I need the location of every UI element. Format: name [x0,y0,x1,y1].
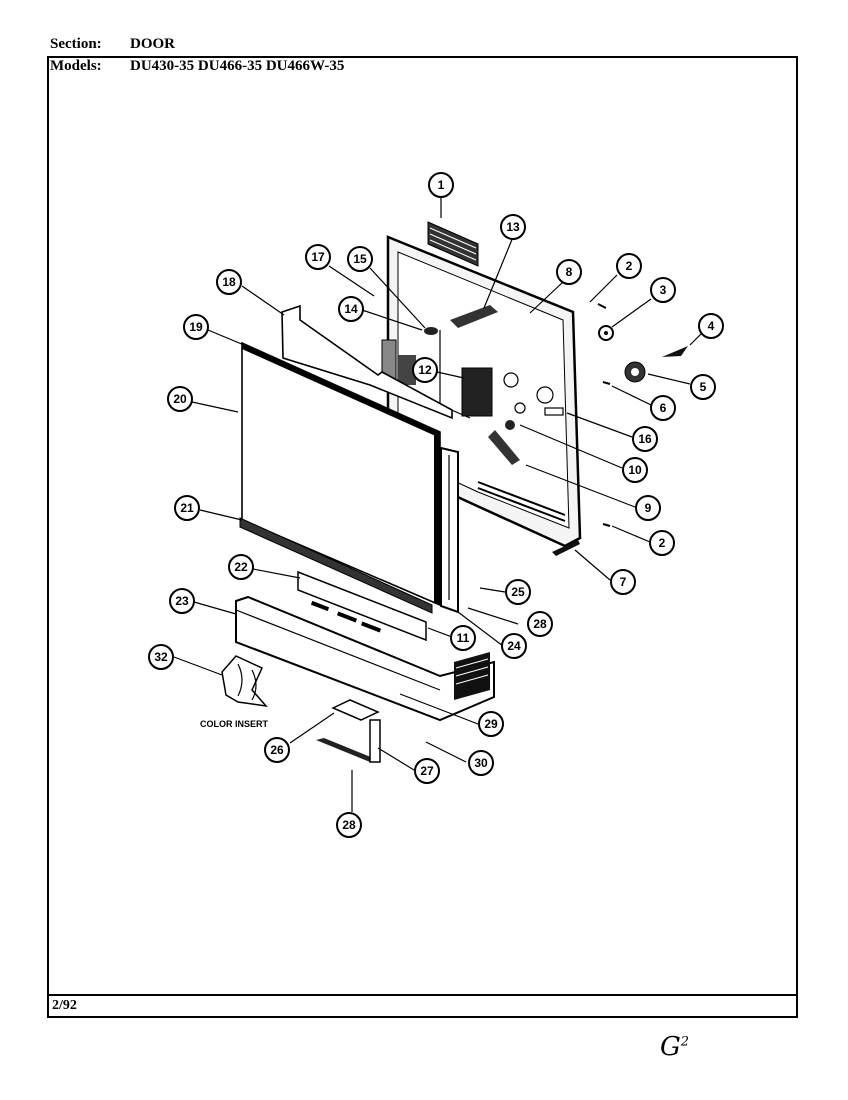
svg-text:13: 13 [506,220,520,234]
svg-text:20: 20 [173,392,187,406]
brackets-26-27 [316,699,381,763]
svg-text:18: 18 [222,275,236,289]
svg-text:21: 21 [180,501,194,515]
svg-text:26: 26 [270,743,284,757]
callout-24: 24 [501,633,527,659]
section-heading: Section: DOOR [50,36,175,53]
callout-11: 11 [450,625,476,651]
trim-strip-21 [239,517,433,614]
callout-25: 25 [505,579,531,605]
svg-text:3: 3 [660,283,667,297]
svg-text:7: 7 [620,575,627,589]
callout-21: 21 [174,495,200,521]
callout-22: 22 [228,554,254,580]
callout-27: 27 [414,758,440,784]
svg-text:28: 28 [342,818,356,832]
callout-20: 20 [167,386,193,412]
section-value: DOOR [130,36,175,52]
models-label: Models: [50,58,102,74]
svg-text:15: 15 [353,252,367,266]
callout-18: 18 [216,269,242,295]
callout-9: 9 [635,495,661,521]
bracket-22 [297,570,427,642]
leader-lines [173,193,702,812]
callout-15: 15 [347,246,373,272]
svg-text:9: 9 [645,501,652,515]
svg-text:6: 6 [660,401,667,415]
color-insert-32: COLOR INSERT [200,655,269,729]
footer-divider [47,994,798,996]
door-panel-20 [241,341,441,607]
callout-13: 13 [500,214,526,240]
callout-28-upper: 28 [527,611,553,637]
latch-assembly [381,305,520,465]
callout-16: 16 [632,426,658,452]
svg-text:4: 4 [708,319,715,333]
callout-29: 29 [478,711,504,737]
svg-text:32: 32 [154,650,168,664]
callout-14: 14 [338,296,364,322]
svg-text:28: 28 [533,617,547,631]
side-trim [440,446,459,614]
handwritten-mark: G2 [660,1032,690,1062]
svg-text:25: 25 [511,585,525,599]
svg-text:10: 10 [628,463,642,477]
inner-liner-18 [281,304,453,420]
callout-32: 32 [148,644,174,670]
svg-text:16: 16 [638,432,652,446]
svg-text:17: 17 [311,250,325,264]
svg-text:2: 2 [626,259,633,273]
toe-panel-23 [235,595,495,722]
callout-6: 6 [650,395,676,421]
small-parts [552,303,688,556]
callout-2-top: 2 [616,253,642,279]
callout-5: 5 [690,374,716,400]
callout-1: 1 [428,172,454,198]
svg-text:29: 29 [484,717,498,731]
models-value: DU430-35 DU466-35 DU466W-35 [130,58,345,74]
callout-17: 17 [305,244,331,270]
svg-text:27: 27 [420,764,434,778]
svg-text:22: 22 [234,560,248,574]
models-heading: Models: DU430-35 DU466-35 DU466W-35 [50,58,344,75]
section-label: Section: [50,36,102,52]
callout-28-lower: 28 [336,812,362,838]
svg-text:2: 2 [659,536,666,550]
diagram-frame [47,56,798,1018]
callout-12: 12 [412,357,438,383]
part-1-vent [427,221,479,267]
svg-text:19: 19 [189,320,203,334]
svg-text:12: 12 [418,363,432,377]
footer-date: 2/92 [52,998,77,1013]
callout-26: 26 [264,737,290,763]
callout-2-bottom: 2 [649,530,675,556]
callout-19: 19 [183,314,209,340]
callout-8: 8 [556,259,582,285]
svg-text:30: 30 [474,756,488,770]
callout-30: 30 [468,750,494,776]
svg-text:23: 23 [175,594,189,608]
callout-7: 7 [610,569,636,595]
callout-23: 23 [169,588,195,614]
svg-text:8: 8 [566,265,573,279]
callout-10: 10 [622,457,648,483]
svg-text:5: 5 [700,380,707,394]
callout-3: 3 [650,277,676,303]
svg-text:11: 11 [457,631,470,645]
svg-text:24: 24 [507,639,521,653]
svg-text:1: 1 [438,178,445,192]
svg-text:14: 14 [344,302,358,316]
callout-4: 4 [698,313,724,339]
color-insert-label: COLOR INSERT [200,719,269,729]
